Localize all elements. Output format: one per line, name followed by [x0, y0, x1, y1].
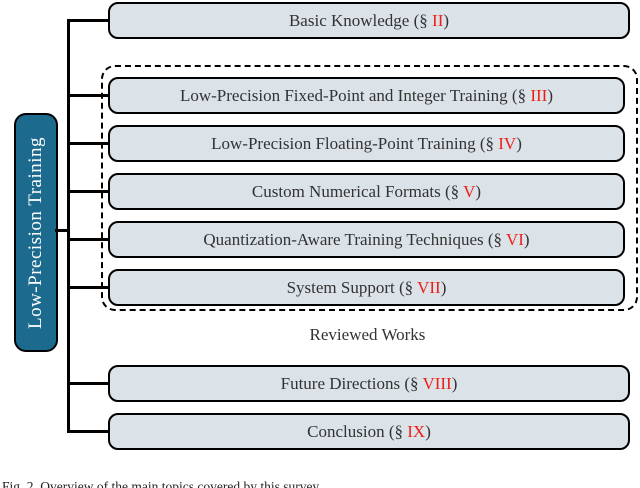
box-basic-knowledge: Basic Knowledge (§ II) — [108, 2, 630, 39]
root-connector-line — [55, 229, 69, 232]
section-number: IX — [407, 421, 426, 441]
box-label: Low-Precision Fixed-Point and Integer Tr… — [179, 85, 553, 105]
section-number: VI — [505, 229, 524, 249]
root-node-label: Low-Precision Training — [25, 136, 46, 329]
box-label: Low-Precision Floating-Point Training (§… — [211, 133, 522, 153]
root-node-low-precision-training: Low-Precision Training — [14, 113, 58, 352]
box-system-support: System Support (§ VII) — [108, 269, 625, 306]
box-label: Conclusion (§ IX) — [307, 421, 431, 441]
box-conclusion: Conclusion (§ IX) — [108, 413, 630, 450]
branch-line-conclusion — [67, 429, 110, 433]
box-label: System Support (§ VII) — [286, 277, 447, 297]
box-label: Future Directions (§ VIII) — [280, 373, 458, 393]
branch-line-fixed-point — [67, 93, 110, 97]
box-label: Quantization-Aware Training Techniques (… — [203, 229, 530, 249]
section-number: IV — [498, 133, 517, 153]
box-fixed-point-integer-training: Low-Precision Fixed-Point and Integer Tr… — [108, 77, 625, 114]
box-quantization-aware-training: Quantization-Aware Training Techniques (… — [108, 221, 625, 258]
section-number: III — [530, 85, 548, 105]
section-number: V — [463, 181, 476, 201]
section-number: II — [432, 10, 444, 30]
branch-line-system-support — [67, 285, 110, 289]
box-label: Basic Knowledge (§ II) — [288, 10, 450, 30]
section-number: VIII — [422, 373, 452, 393]
section-number: VII — [417, 277, 441, 297]
branch-line-floating-point — [67, 141, 110, 145]
box-floating-point-training: Low-Precision Floating-Point Training (§… — [108, 125, 625, 162]
branch-line-basic-knowledge — [67, 18, 110, 22]
box-future-directions: Future Directions (§ VIII) — [108, 365, 630, 402]
trunk-line — [67, 18, 70, 433]
branch-line-quantization-aware — [67, 237, 110, 241]
box-label: Custom Numerical Formats (§ V) — [251, 181, 482, 201]
branch-line-future-directions — [67, 381, 110, 385]
branch-line-custom-formats — [67, 189, 110, 193]
figure-caption: Fig. 2. Overview of the main topics cove… — [2, 479, 322, 488]
reviewed-works-label: Reviewed Works — [309, 325, 426, 344]
box-custom-numerical-formats: Custom Numerical Formats (§ V) — [108, 173, 625, 210]
reviewed-works-group-outline — [101, 65, 638, 311]
